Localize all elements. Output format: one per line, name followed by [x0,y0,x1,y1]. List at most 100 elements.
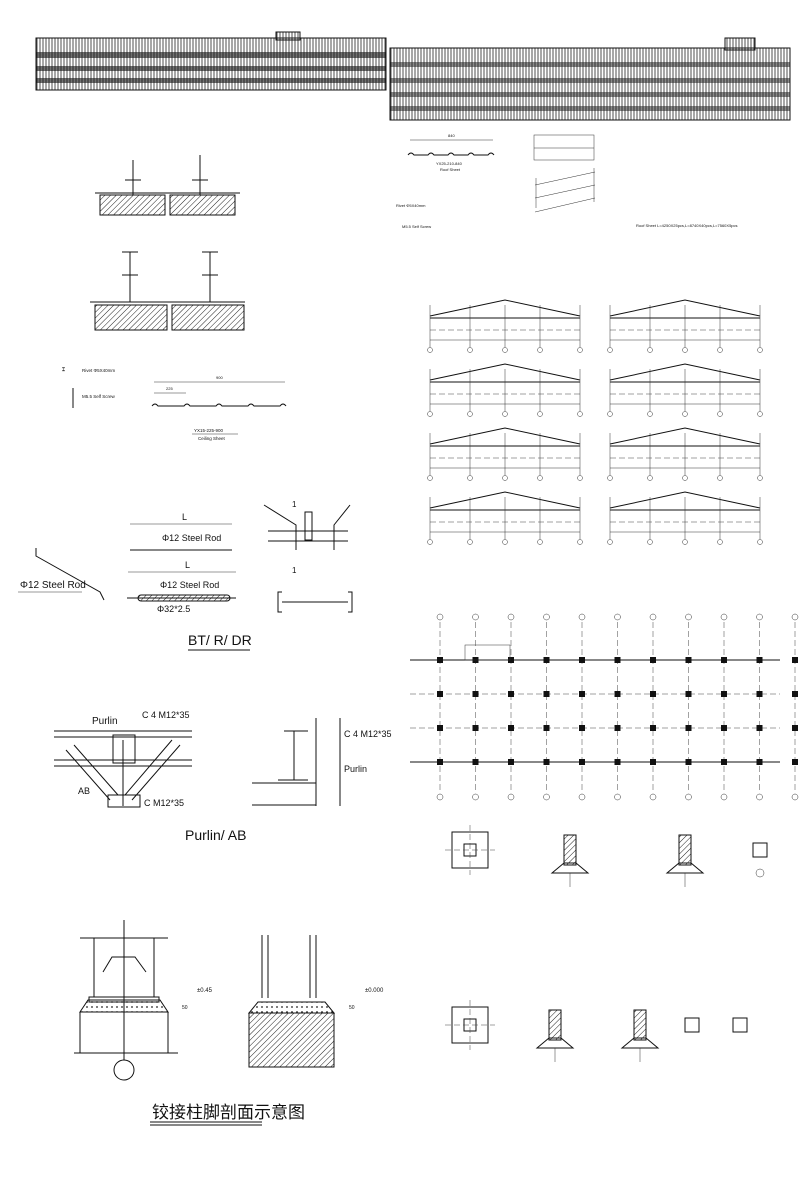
grid-bubble [682,411,688,417]
column-mark [650,759,656,765]
grid-bubble [578,793,586,801]
grid-bubble [682,475,688,481]
svg-text:AB: AB [78,786,90,796]
column-mark [472,691,479,697]
ceiling-sheet-profile: 900 225 YX15-225-900 Ceiling Sheet [151,375,287,441]
grid-bubble [614,793,621,801]
svg-text:Φ32*2.5: Φ32*2.5 [157,604,190,614]
svg-text:C 4 M12*35: C 4 M12*35 [344,729,392,739]
column-mark [579,759,585,765]
grid-bubble [757,411,763,417]
grid-bubble [543,613,550,621]
svg-text:Φ12 Steel Rod: Φ12 Steel Rod [160,580,219,590]
grid-bubble [472,793,479,801]
column-mark [756,759,763,765]
column-mark [650,691,656,697]
purlin-detail-title: Purlin/ AB [185,827,246,843]
column-mark [579,657,585,663]
grid-bubble [543,793,550,801]
svg-text:Rivet Φ5X40mm: Rivet Φ5X40mm [396,203,426,208]
column-base-detail: ±0.45 50 ±0.000 50 铰接柱脚剖面示意图 [74,920,384,1126]
column-section [732,1017,748,1033]
grid-bubble [649,613,657,621]
pedestal-section [633,1009,647,1041]
foundation-details [445,825,768,1062]
grid-bubble [757,347,763,353]
grid-bubble [607,539,613,545]
grid-bubble [502,411,508,417]
ceiling-sheet-name: Ceiling Sheet [198,436,226,441]
grid-bubble [717,347,723,353]
rafter [609,299,761,317]
column-mark [508,657,514,663]
column-mark [756,725,763,731]
rafter [609,363,761,381]
grid-bubble [537,411,543,417]
footing-section [620,1037,660,1049]
svg-text:900: 900 [216,375,223,380]
column-mark [792,725,798,731]
grid-bubble [647,347,653,353]
svg-text:YX25-210-840: YX25-210-840 [436,161,463,166]
rivet-label: Rivet Φ5X40mm [82,368,115,373]
roof-sheet-profile: 840 YX25-210-840 Roof Sheet Rivet Φ5X40m… [396,133,738,229]
column-mark [543,725,550,731]
grid-bubble [427,475,433,481]
purlin-brace-detail: Purlin C 4 M12*35 AB C M12*35 C 4 M12*35… [54,710,392,843]
rod-detail-title: BT/ R/ DR [188,632,252,648]
column-mark [543,691,550,697]
rafter [609,491,761,509]
column-mark [685,725,692,731]
grid-bubble [647,475,653,481]
footing-plan [451,1006,489,1044]
grid-bubble [537,539,543,545]
grid-bubble [427,539,433,545]
grid-bubble [578,613,586,621]
column-mark [614,657,621,663]
rafter [429,299,581,317]
svg-text:C M12*35: C M12*35 [144,798,184,808]
column-mark [756,691,763,697]
column-mark [472,725,479,731]
grid-bubble [607,347,613,353]
svg-text:1: 1 [292,566,297,575]
column-mark [792,691,798,697]
grid-bubble [467,539,473,545]
grid-bubble [791,793,799,801]
grid-bubble [577,347,583,353]
svg-text:Φ12 Steel Rod: Φ12 Steel Rod [162,533,221,543]
detail-box [464,644,511,661]
grid-bubble [682,539,688,545]
column-base-title: 铰接柱脚剖面示意图 [152,1103,305,1122]
column-layout-plan [410,613,799,801]
grid-bubble [682,347,688,353]
column-mark [614,725,621,731]
column-mark [508,725,514,731]
column-mark [472,759,479,765]
grid-bubble [607,411,613,417]
panel-joint-detail-2 [90,251,245,331]
svg-text:Roof Sheet: Roof Sheet [440,167,461,172]
grid-bubble [577,539,583,545]
column-mark [792,657,798,663]
grid-bubble [647,411,653,417]
column-mark [579,725,585,731]
pedestal-section [678,834,692,866]
svg-text:Purlin: Purlin [344,764,367,774]
svg-text:840: 840 [448,133,455,138]
elevation-strip-left [35,31,387,91]
grid-bubble [472,613,479,621]
column-mark [437,657,443,663]
panel-joint-detail-1 [95,155,240,216]
grid-bubble [502,347,508,353]
column-section [752,842,768,858]
column-mark [543,657,550,663]
grid-bubble [717,539,723,545]
svg-text:1: 1 [292,500,297,509]
grid-bubble [507,613,515,621]
svg-text:Φ12 Steel Rod: Φ12 Steel Rod [20,580,86,591]
grid-bubble [614,613,621,621]
fastener-legend-left: ⌶ Rivet Φ5X40mm M5.5 Self Screw [62,367,116,408]
grid-bubble [791,613,799,621]
